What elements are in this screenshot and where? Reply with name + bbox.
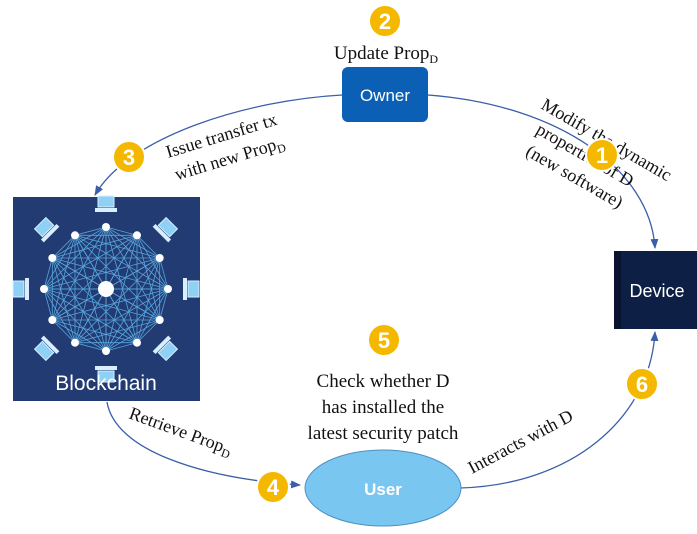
network-center-hub — [98, 281, 114, 297]
svg-text:3: 3 — [123, 145, 135, 170]
owner-label: Owner — [360, 86, 410, 105]
step-5-badge: 5 — [367, 323, 401, 357]
network-node-11 — [71, 231, 79, 240]
laptop-icon — [183, 278, 200, 300]
arrow-user-to-device — [459, 331, 659, 489]
arrow-owner-to-blockchain — [94, 94, 343, 196]
network-node-7 — [71, 338, 79, 347]
step-5-label: Check whether D has installed the latest… — [308, 371, 459, 444]
svg-text:4: 4 — [267, 475, 280, 500]
device-node: Device — [614, 251, 697, 329]
laptop-icon — [12, 278, 29, 300]
step-6-badge: 6 — [625, 367, 659, 401]
svg-text:5: 5 — [378, 328, 390, 353]
svg-text:2: 2 — [379, 9, 391, 34]
laptop-icon — [95, 366, 117, 383]
network-node-9 — [40, 285, 48, 293]
blockchain-label: Blockchain — [55, 372, 157, 395]
network-node-10 — [48, 254, 57, 262]
step-3-label: Issue transfer tx with new PropD — [163, 109, 288, 184]
step-3-badge: 3 — [112, 140, 146, 174]
step-2-badge: 2 — [368, 4, 402, 38]
step-2-label: Update PropD — [334, 43, 439, 66]
svg-text:Interacts with D: Interacts with D — [464, 405, 576, 477]
device-label: Device — [629, 281, 684, 301]
laptop-icon — [33, 335, 60, 362]
laptop-icon — [152, 216, 179, 243]
owner-node: Owner — [342, 67, 428, 122]
svg-text:latest security patch: latest security patch — [308, 423, 459, 444]
user-label: User — [364, 480, 402, 499]
network-node-8 — [48, 316, 57, 324]
network-node-1 — [133, 231, 141, 240]
svg-text:6: 6 — [636, 372, 648, 397]
network-node-6 — [102, 347, 110, 355]
svg-text:1: 1 — [596, 143, 608, 168]
network-graphic — [12, 195, 200, 383]
step-4-badge: 4 — [256, 470, 290, 504]
laptop-icon — [95, 195, 117, 212]
svg-text:Check whether D: Check whether D — [317, 371, 450, 392]
svg-text:has installed the: has installed the — [322, 397, 444, 418]
network-node-0 — [102, 223, 110, 231]
laptop-icon — [33, 216, 60, 243]
network-node-2 — [155, 254, 164, 262]
blockchain-node: Blockchain — [12, 195, 200, 401]
network-node-5 — [133, 338, 141, 347]
network-node-4 — [155, 316, 164, 324]
step-6-label: Interacts with D — [464, 405, 576, 477]
user-node: User — [304, 449, 462, 527]
svg-text:Retrieve PropD: Retrieve PropD — [126, 403, 236, 462]
laptop-icon — [152, 335, 179, 362]
step-1-badge: 1 — [585, 138, 619, 172]
step-4-label: Retrieve PropD — [126, 403, 236, 462]
network-node-3 — [164, 285, 172, 293]
